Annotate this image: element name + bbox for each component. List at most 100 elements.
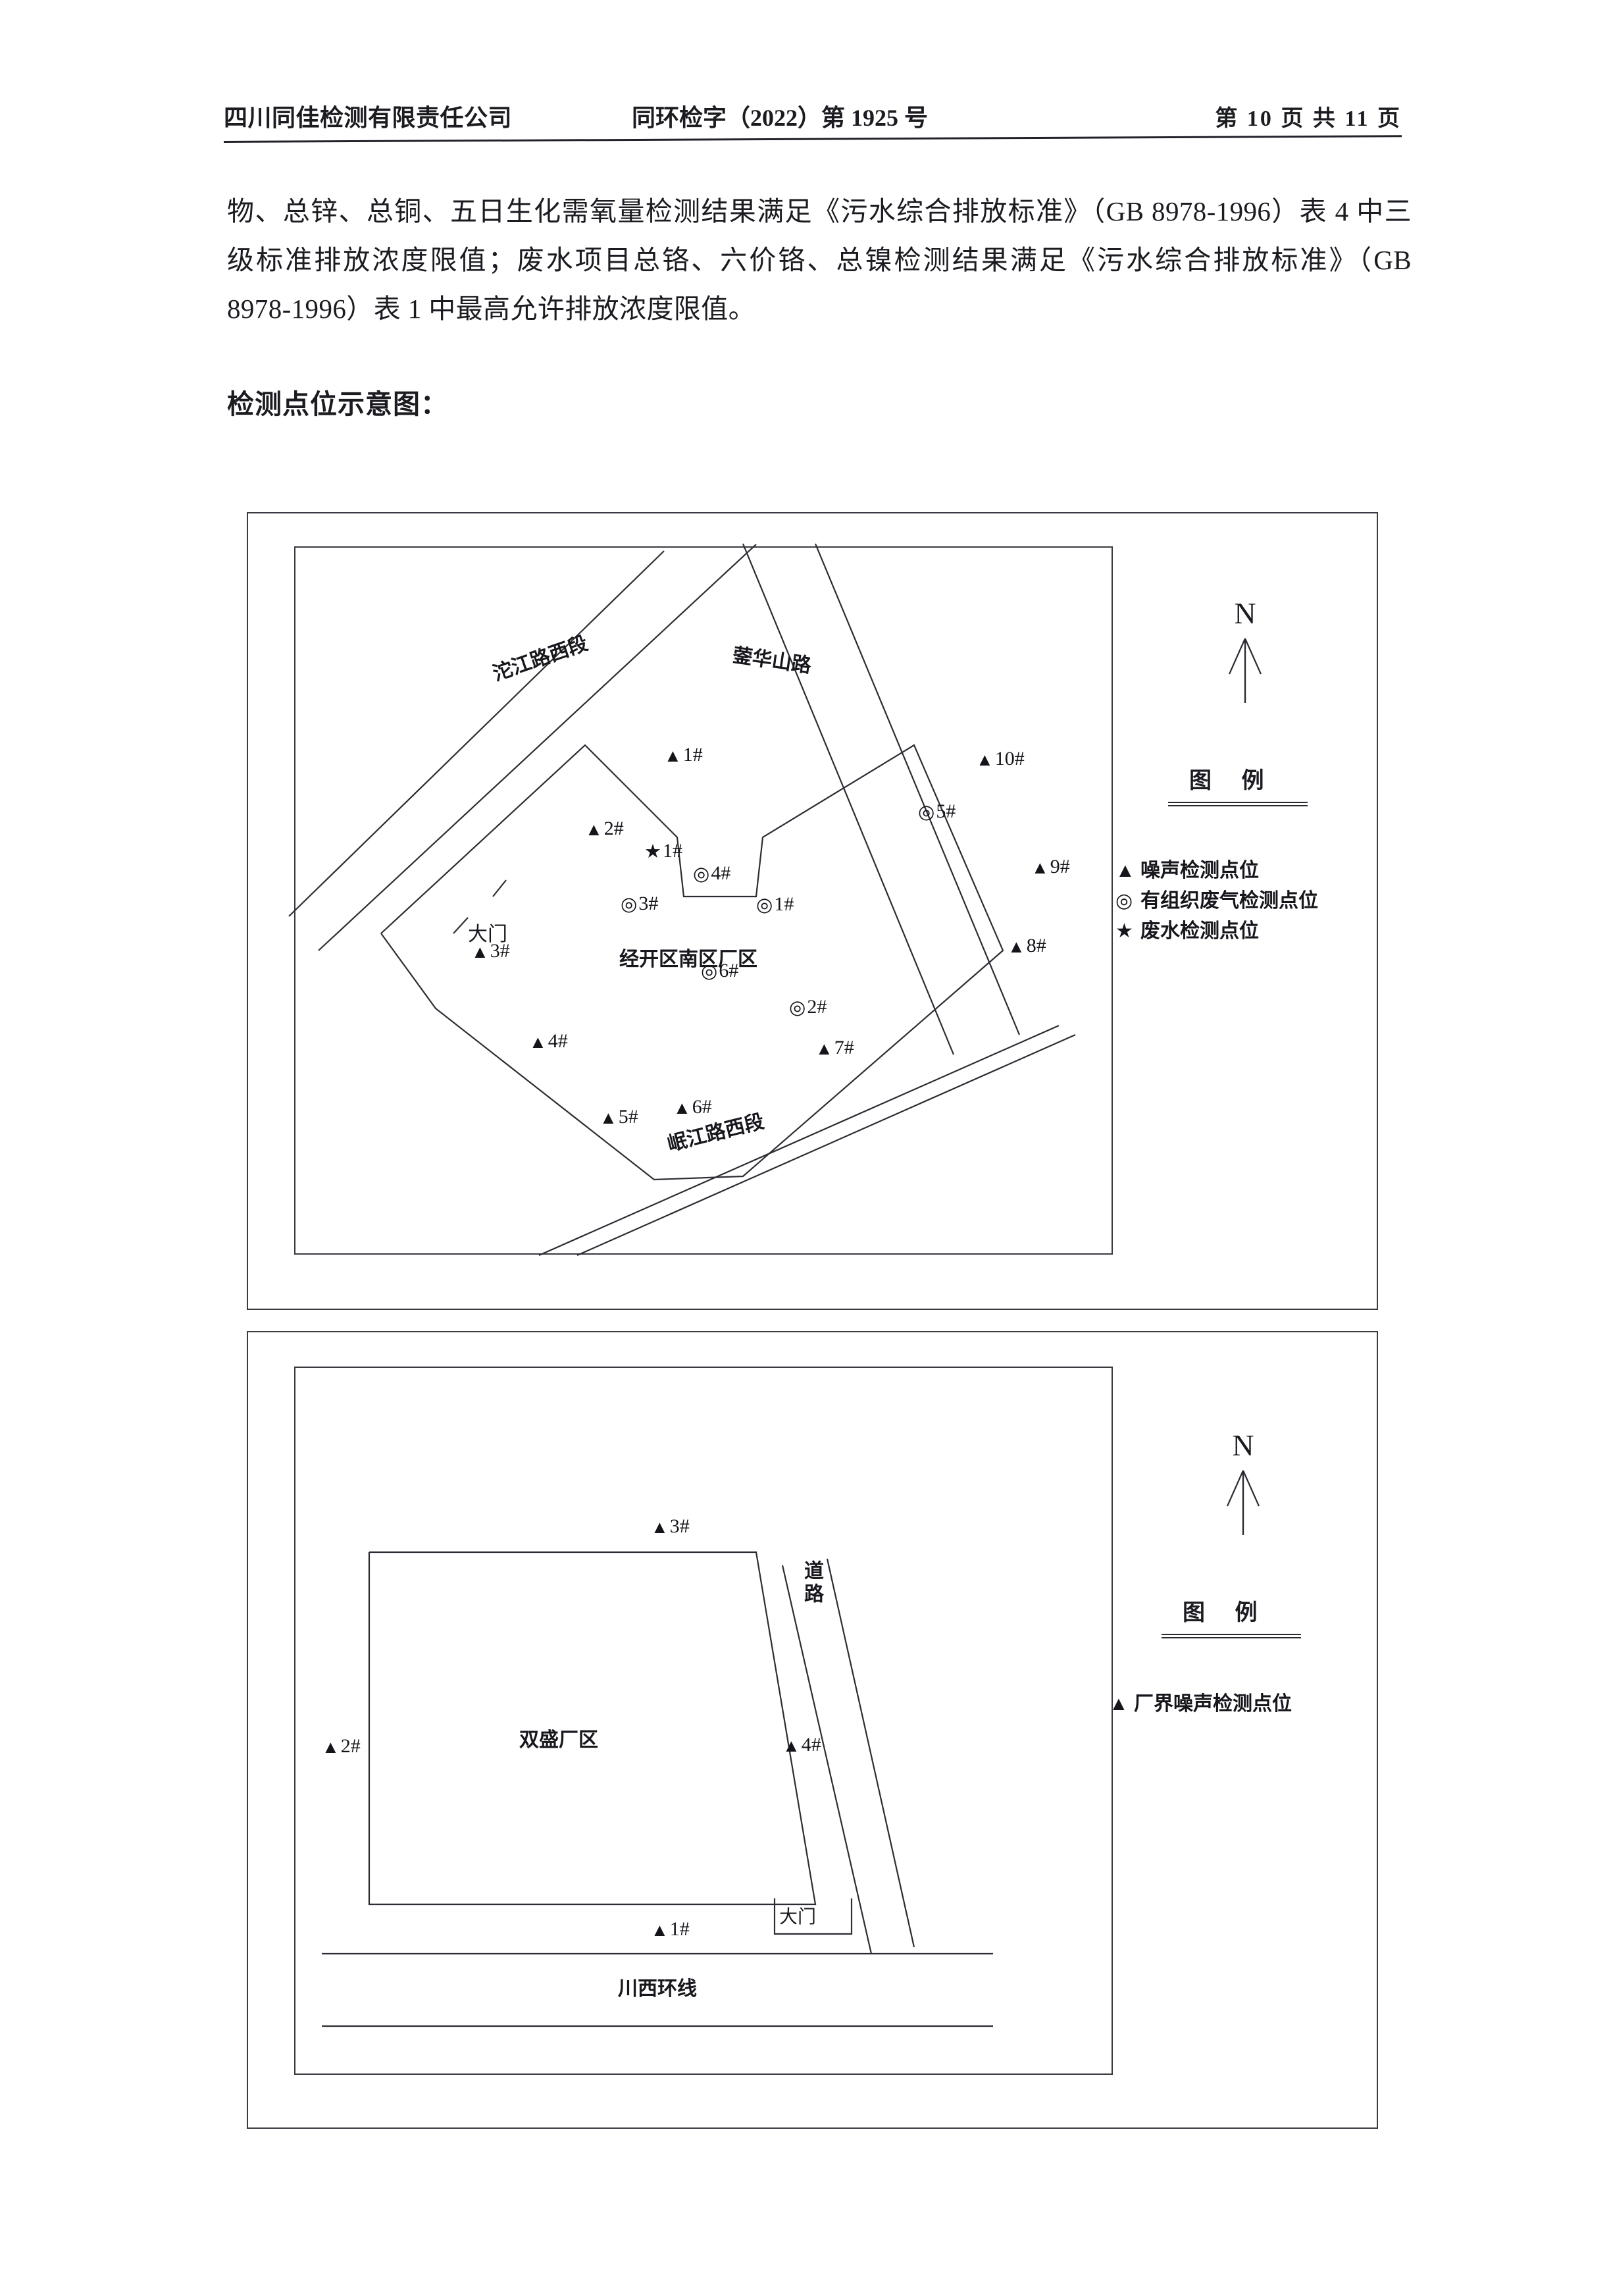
filled-triangle-icon: ▲ [322, 1737, 340, 1757]
figure-1-point-noise-2: ▲2# [585, 818, 624, 840]
double-circle-icon: ◎ [693, 864, 710, 885]
figure-2-point-noise-2: ▲2# [322, 1735, 361, 1758]
legend-item-label: 噪声检测点位 [1140, 860, 1259, 881]
figure-2-point-noise-3: ▲3# [651, 1515, 690, 1538]
figure-2-legend-items: ▲厂界噪声检测点位 [1109, 1689, 1292, 1719]
figure-1-point-noise-6: ▲6# [673, 1097, 712, 1118]
figure-1-compass: N [1206, 598, 1285, 704]
compass-north-letter: N [1232, 1428, 1254, 1462]
figure-1-point-exhaust-1: ◎1# [756, 893, 794, 916]
figure-2-compass: N [1204, 1430, 1283, 1536]
point-label: 1# [774, 893, 794, 915]
double-circle-icon: ◎ [756, 895, 773, 916]
filled-triangle-icon: ▲ [1008, 937, 1025, 956]
point-label: 5# [618, 1106, 638, 1128]
figure-2-inner-frame: 道路 川西环线 双盛厂区 大门 ▲3# ▲2# ▲4# ▲1# [294, 1367, 1113, 2075]
figure-1-point-noise-8: ▲8# [1008, 935, 1046, 957]
figure-1-inner-frame: 沱江路西段 蓥华山路 岷江路西段 经开区南区厂区 大门 ▲1# ▲2# ★1# … [288, 543, 1113, 1257]
header-divider-rule [223, 135, 1402, 143]
point-label: 1# [682, 744, 703, 766]
body-paragraph: 物、总锌、总铜、五日生化需氧量检测结果满足《污水综合排放标准》（GB 8978-… [227, 187, 1412, 333]
point-label: 7# [834, 1037, 854, 1058]
figure-1-road-label-yinghuashan: 蓥华山路 [731, 644, 813, 677]
filled-triangle-icon: ▲ [529, 1032, 547, 1052]
double-circle-icon: ◎ [621, 894, 638, 915]
point-label: 1# [663, 840, 682, 862]
legend-item-wastewater: ★ 废水检测点位 [1115, 916, 1318, 947]
filled-triangle-icon: ▲ [664, 746, 682, 766]
figure-2-point-noise-4: ▲4# [782, 1735, 821, 1756]
figure-1-point-exhaust-6: ◎6# [701, 960, 739, 982]
legend-item-boundary-noise: ▲厂界噪声检测点位 [1109, 1689, 1292, 1719]
point-label: 2# [807, 996, 827, 1018]
section-heading: 检测点位示意图： [227, 389, 448, 419]
figure-2-gate-label: 大门 [779, 1907, 817, 1927]
figure-1-point-exhaust-4: ◎4# [693, 864, 730, 885]
point-label: 1# [669, 1918, 690, 1940]
filled-triangle-icon: ▲ [600, 1108, 617, 1128]
point-label: 2# [340, 1735, 361, 1757]
figure-1-point-exhaust-2: ◎2# [789, 997, 827, 1018]
figure-2-road-label-bottom: 川西环线 [618, 1978, 697, 2000]
point-label: 3# [490, 940, 510, 962]
double-circle-icon: ◎ [789, 997, 806, 1018]
figure-2-boundary-noise-map: 道路 川西环线 双盛厂区 大门 ▲3# ▲2# ▲4# ▲1# N 图 例 ▲厂… [247, 1331, 1378, 2129]
double-circle-icon: ◎ [1115, 890, 1133, 912]
legend-item-label: 有组织废气检测点位 [1140, 890, 1318, 912]
figure-2-map-linework [322, 1551, 993, 2027]
filled-triangle-icon: ▲ [651, 1517, 669, 1537]
filled-triangle-icon: ▲ [1031, 858, 1049, 877]
header-company-name: 四川同佳检测有限责任公司 [224, 105, 513, 131]
legend-item-label: 厂界噪声检测点位 [1134, 1693, 1292, 1715]
header-page-indicator: 第 10 页 共 11 页 [1215, 107, 1402, 131]
filled-star-icon: ★ [644, 841, 661, 862]
figure-1-point-exhaust-3: ◎3# [621, 893, 659, 915]
point-label: 3# [669, 1515, 690, 1537]
point-label: 9# [1050, 856, 1070, 877]
figure-1-point-exhaust-5: ◎5# [918, 800, 956, 823]
double-circle-icon: ◎ [701, 961, 718, 982]
double-circle-icon: ◎ [918, 802, 935, 823]
figure-1-gate-label: 大门 [468, 924, 507, 945]
figure-1-point-wastewater-1: ★1# [644, 841, 682, 862]
filled-triangle-icon: ▲ [1115, 860, 1135, 881]
point-label: 3# [638, 893, 659, 914]
point-label: 6# [719, 960, 739, 981]
figure-1-monitoring-point-map: 沱江路西段 蓥华山路 岷江路西段 经开区南区厂区 大门 ▲1# ▲2# ★1# … [247, 512, 1378, 1310]
figure-1-site-name: 经开区南区厂区 [619, 949, 757, 970]
filled-triangle-icon: ▲ [815, 1039, 833, 1058]
figure-1-point-noise-10: ▲10# [976, 749, 1025, 770]
point-label: 8# [1026, 935, 1046, 956]
filled-triangle-icon: ▲ [471, 942, 489, 962]
point-label: 5# [936, 800, 956, 822]
figure-1-point-noise-3: ▲3# [471, 941, 510, 962]
figure-1-point-noise-7: ▲7# [815, 1037, 854, 1059]
figure-2-road-label-vertical: 道路 [801, 1560, 823, 1606]
figure-1-legend-title: 图 例 [1189, 768, 1276, 793]
point-label: 2# [603, 818, 624, 839]
compass-arrow-icon [1226, 1470, 1260, 1535]
compass-arrow-icon [1228, 638, 1262, 703]
filled-triangle-icon: ▲ [1109, 1693, 1129, 1715]
legend-item-exhaust: ◎ 有组织废气检测点位 [1115, 886, 1318, 916]
figure-1-legend-items: ▲噪声检测点位 ◎ 有组织废气检测点位 ★ 废水检测点位 [1115, 856, 1318, 947]
filled-triangle-icon: ▲ [585, 820, 603, 839]
filled-triangle-icon: ▲ [782, 1736, 800, 1756]
compass-north-letter: N [1234, 596, 1256, 630]
legend-item-noise: ▲噪声检测点位 [1115, 856, 1318, 886]
figure-2-legend-title: 图 例 [1183, 1600, 1269, 1625]
point-label: 10# [994, 748, 1025, 770]
figure-2-site-name: 双盛厂区 [519, 1729, 598, 1751]
figure-1-point-noise-5: ▲5# [600, 1107, 638, 1128]
figure-1-legend-underline [1168, 802, 1308, 806]
paragraph-text: 物、总锌、总铜、五日生化需氧量检测结果满足《污水综合排放标准》（GB 8978-… [227, 196, 1412, 324]
legend-item-label: 废水检测点位 [1140, 920, 1259, 942]
filled-triangle-icon: ▲ [673, 1098, 691, 1118]
filled-triangle-icon: ▲ [651, 1920, 669, 1940]
figure-1-point-noise-1: ▲1# [664, 745, 703, 766]
filled-triangle-icon: ▲ [976, 750, 994, 770]
figure-1-point-noise-9: ▲9# [1031, 856, 1070, 878]
figure-2-legend-underline [1162, 1634, 1301, 1638]
filled-star-icon: ★ [1115, 920, 1133, 942]
figure-2-point-noise-1: ▲1# [651, 1918, 690, 1941]
